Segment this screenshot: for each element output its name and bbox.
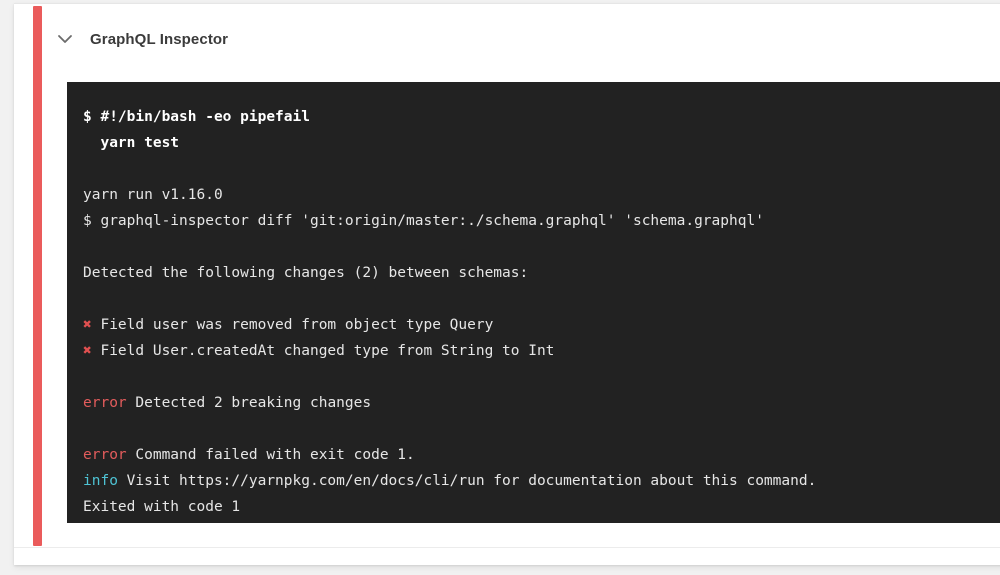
terminal-line: yarn run v1.16.0 bbox=[83, 187, 223, 203]
card-divider bbox=[14, 547, 1000, 548]
job-status-accent-bar bbox=[33, 6, 42, 546]
terminal-line: $ graphql-inspector diff 'git:origin/mas… bbox=[83, 213, 764, 229]
job-card: GraphQL Inspector $ #!/bin/bash -eo pipe… bbox=[14, 3, 1000, 565]
breaking-change-marker-icon: ✖ bbox=[83, 343, 92, 359]
chevron-down-icon[interactable] bbox=[52, 26, 78, 52]
terminal-line bbox=[83, 234, 1000, 260]
terminal-line: Detected the following changes (2) betwe… bbox=[83, 265, 529, 281]
log-level-error: error bbox=[83, 447, 127, 463]
terminal-line: error Command failed with exit code 1. bbox=[83, 447, 415, 463]
breaking-change-marker-icon: ✖ bbox=[83, 317, 92, 333]
terminal-line bbox=[83, 156, 1000, 182]
terminal-line bbox=[83, 286, 1000, 312]
terminal-line: $ #!/bin/bash -eo pipefail bbox=[83, 109, 310, 125]
terminal-line-list: $ #!/bin/bash -eo pipefail yarn test yar… bbox=[83, 104, 1000, 520]
terminal-line: info Visit https://yarnpkg.com/en/docs/c… bbox=[83, 473, 817, 489]
terminal-line: ✖ Field User.createdAt changed type from… bbox=[83, 343, 555, 359]
job-title: GraphQL Inspector bbox=[90, 30, 229, 48]
log-level-error: error bbox=[83, 395, 127, 411]
log-level-info: info bbox=[83, 473, 118, 489]
terminal-line bbox=[83, 364, 1000, 390]
terminal-line: Exited with code 1 bbox=[83, 499, 241, 515]
terminal-line: error Detected 2 breaking changes bbox=[83, 395, 372, 411]
job-header-toggle[interactable]: GraphQL Inspector bbox=[52, 16, 228, 62]
terminal-line: ✖ Field user was removed from object typ… bbox=[83, 317, 494, 333]
terminal-line: yarn test bbox=[83, 135, 180, 151]
terminal-log-output[interactable]: $ #!/bin/bash -eo pipefail yarn test yar… bbox=[67, 82, 1000, 523]
terminal-line bbox=[83, 416, 1000, 442]
